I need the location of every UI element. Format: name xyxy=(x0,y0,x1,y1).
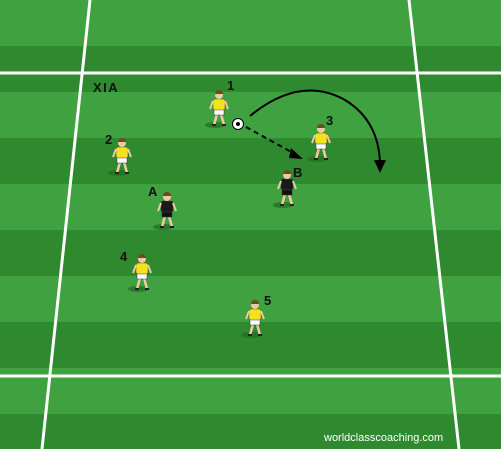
grass-stripe xyxy=(0,414,501,449)
player-label-5: 5 xyxy=(264,293,271,308)
player-4-yellow xyxy=(128,254,152,292)
grass-stripe xyxy=(0,46,501,92)
corner-label: XIA xyxy=(93,80,119,95)
players xyxy=(108,90,331,338)
left-sideline xyxy=(40,0,92,449)
player-1-yellow xyxy=(205,90,229,128)
player-A-black xyxy=(153,192,177,230)
pass-arrow-head xyxy=(289,148,303,159)
player-2-yellow xyxy=(108,138,132,176)
labels: XIA 1 2 3 4 5 A B worldclasscoaching.com xyxy=(93,78,443,444)
run-arrow-curve xyxy=(249,89,381,163)
grass-stripe xyxy=(0,138,501,184)
soccer-ball xyxy=(232,118,244,130)
player-label-4: 4 xyxy=(120,249,128,264)
player-label-3: 3 xyxy=(326,113,333,128)
player-3-yellow xyxy=(307,124,331,162)
grass-stripe xyxy=(0,0,501,46)
credit-text: worldclasscoaching.com xyxy=(323,432,443,444)
player-label-B: B xyxy=(293,165,302,180)
grass-stripe xyxy=(0,184,501,230)
pass-arrow-line xyxy=(245,126,296,155)
player-B-black xyxy=(273,170,297,208)
player-5-yellow xyxy=(241,300,265,338)
right-sideline xyxy=(407,0,461,449)
player-label-1: 1 xyxy=(227,78,234,93)
movements xyxy=(245,89,386,173)
player-label-2: 2 xyxy=(105,132,112,147)
grass-stripe xyxy=(0,230,501,276)
player-label-A: A xyxy=(148,184,158,199)
run-arrow-head xyxy=(374,160,386,173)
